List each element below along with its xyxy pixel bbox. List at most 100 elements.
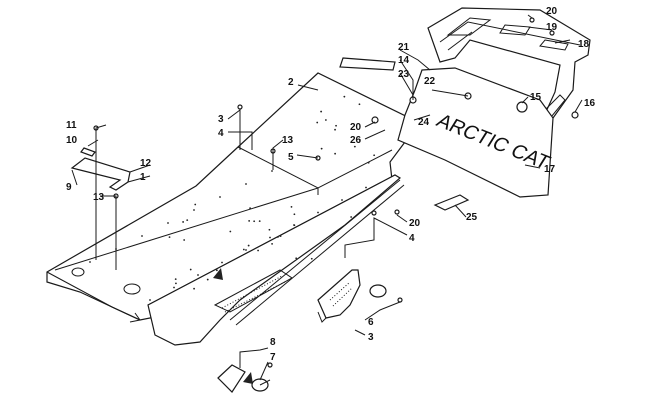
callout-13-right: 13 — [282, 135, 294, 146]
rivet-hole — [279, 235, 282, 238]
rivet-hole — [189, 268, 192, 271]
rivet-hole — [316, 121, 319, 124]
rivet-hole — [358, 103, 361, 106]
rivet-hole — [149, 299, 151, 301]
callout-20-mid: 20 — [350, 122, 362, 133]
callout-24: 24 — [418, 117, 430, 128]
callout-25: 25 — [466, 212, 478, 223]
rivet-hole — [271, 242, 273, 245]
arrow-marker — [243, 372, 253, 384]
tunnel-assembly — [46, 72, 430, 346]
rivet-hole — [229, 230, 232, 233]
rivet-hole — [358, 138, 361, 141]
rivet-hole — [269, 236, 271, 239]
rivet-hole — [365, 186, 367, 189]
callout-11: 11 — [66, 120, 77, 131]
decal-strip — [339, 57, 396, 71]
rivet-hole — [335, 124, 337, 127]
callout-2: 2 — [288, 77, 294, 88]
rivet-hole — [367, 161, 370, 164]
callout-labels: 2 3 4 11 10 12 1 9 13 13 5 21 14 23 22 2… — [66, 6, 596, 363]
rivet-hole — [290, 205, 293, 208]
callout-20-top: 20 — [546, 6, 558, 17]
callout-8: 8 — [270, 337, 276, 348]
rivet-hole — [373, 154, 376, 157]
small-decal — [433, 194, 470, 211]
rivet-hole — [174, 278, 177, 280]
arrow-marker — [213, 268, 223, 280]
rivet-hole — [248, 220, 251, 222]
rivet-hole — [253, 220, 256, 223]
rivet-hole — [350, 216, 353, 218]
grip-pattern — [213, 269, 293, 313]
callout-1: 1 — [140, 172, 146, 183]
rivet-hole — [168, 236, 171, 239]
rivet-hole — [242, 248, 245, 251]
rivet-hole — [258, 220, 261, 223]
rivet-hole — [245, 249, 247, 251]
rivet-hole — [167, 222, 169, 224]
rivet-hole — [186, 219, 189, 222]
callout-6: 6 — [368, 317, 374, 328]
rivet-hole — [334, 128, 336, 131]
rivet-hole — [343, 95, 346, 98]
rivet-hole — [353, 145, 356, 148]
rivet-hole — [221, 261, 223, 264]
callout-14: 14 — [398, 55, 410, 66]
callout-4: 4 — [218, 128, 224, 139]
rivet-hole — [215, 269, 218, 272]
callout-18: 18 — [578, 39, 590, 50]
snow-flap: ARCTIC CAT — [397, 67, 554, 198]
callout-5: 5 — [288, 152, 294, 163]
callout-3-low: 3 — [368, 332, 374, 343]
rivet-hole — [173, 286, 175, 289]
rivet-hole — [310, 257, 313, 260]
step-bracket — [317, 269, 387, 323]
bracket-plate — [70, 157, 131, 191]
rivet-hole — [249, 207, 251, 210]
rivet-hole — [219, 196, 221, 198]
rivet-hole — [182, 221, 184, 223]
rivet-hole — [317, 211, 319, 214]
rivet-hole — [271, 170, 273, 172]
rivet-hole — [276, 236, 279, 238]
rivet-hole — [193, 287, 195, 290]
rivet-hole — [293, 213, 296, 216]
rivet-hole — [193, 209, 195, 211]
rivet-hole — [295, 257, 298, 260]
rivet-hole — [206, 278, 209, 281]
rivet-hole — [320, 147, 323, 150]
rivet-hole — [334, 152, 337, 155]
callout-12: 12 — [140, 158, 152, 169]
rivet-hole — [245, 183, 247, 185]
leader-lines — [71, 14, 583, 386]
callout-26: 26 — [350, 135, 362, 146]
rivet-hole — [197, 274, 199, 276]
callout-17: 17 — [544, 164, 556, 175]
callout-3: 3 — [218, 114, 224, 125]
rivet-hole — [183, 239, 186, 241]
rivet-hole — [293, 224, 296, 227]
callout-20-low: 20 — [409, 218, 421, 229]
rivet-hole — [89, 261, 91, 263]
callout-9: 9 — [66, 182, 72, 193]
callout-21: 21 — [398, 42, 410, 53]
rivet-hole — [324, 119, 327, 121]
callout-22: 22 — [424, 76, 436, 87]
callout-19: 19 — [546, 22, 558, 33]
rivet-hole — [320, 110, 323, 113]
callout-23: 23 — [398, 69, 410, 80]
rivet-hole — [247, 244, 250, 247]
rivet-hole — [175, 282, 177, 285]
callout-16: 16 — [584, 98, 596, 109]
rivet-hole — [341, 199, 343, 201]
callout-10: 10 — [66, 135, 78, 146]
callout-7: 7 — [270, 352, 276, 363]
rivet-hole — [141, 235, 143, 237]
callout-13-left: 13 — [93, 192, 105, 203]
rivet-hole — [257, 249, 259, 252]
rivet-hole — [194, 203, 197, 206]
clip — [80, 147, 96, 157]
